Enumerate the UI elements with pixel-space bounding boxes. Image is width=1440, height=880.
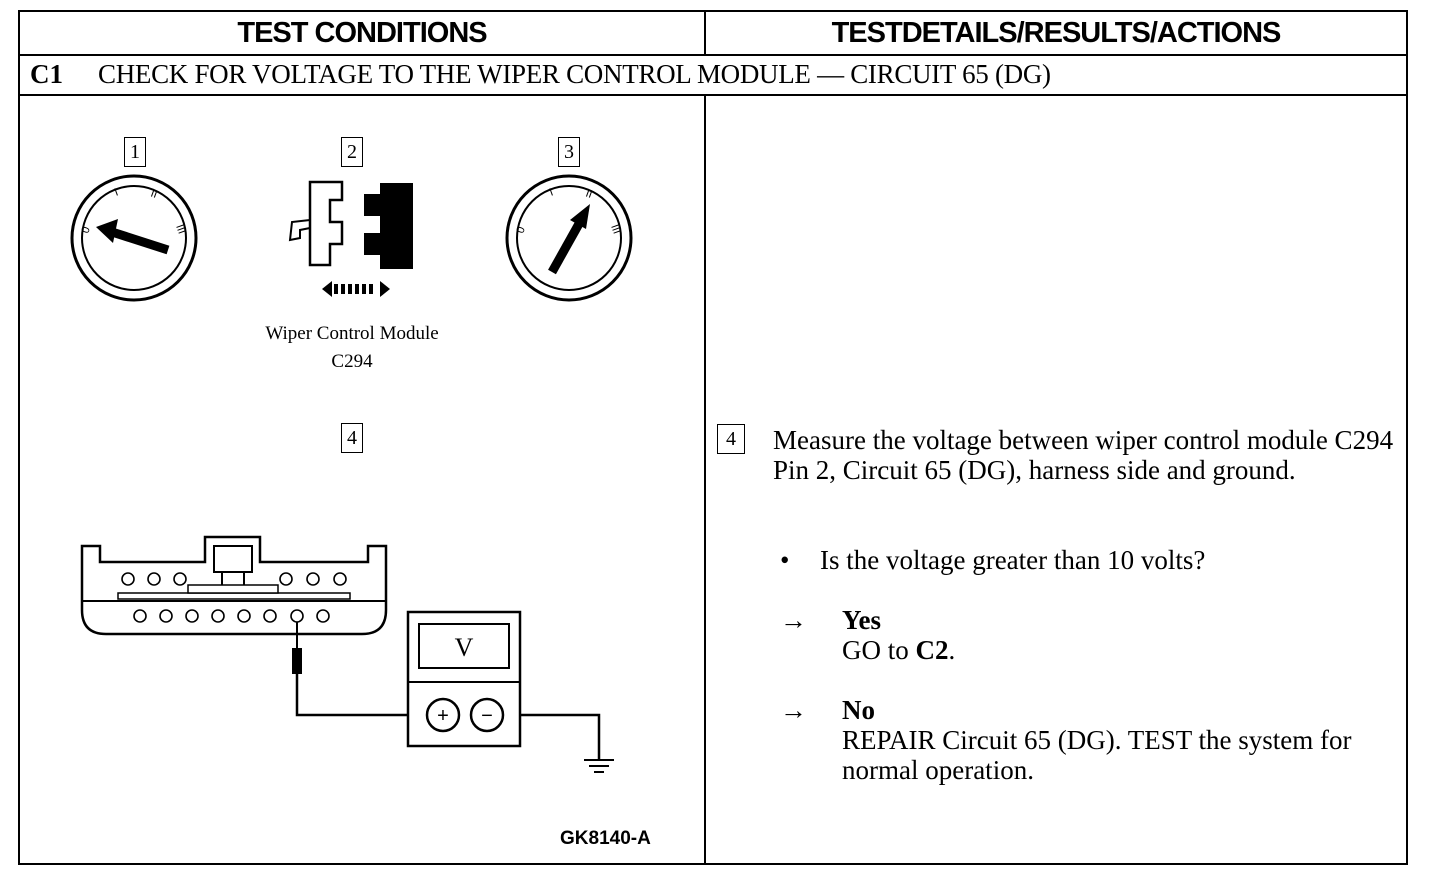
- figure-id: GK8140-A: [560, 828, 651, 849]
- ignition1-pos3-label: III: [173, 223, 187, 236]
- title-divider: [20, 94, 1406, 96]
- ignition3-pos2-label: II: [584, 188, 594, 201]
- ignition-switch-run-icon: 0 I II III: [505, 174, 633, 302]
- test-table: TEST CONDITIONS TESTDETAILS/RESULTS/ACTI…: [18, 10, 1408, 865]
- test-title: CHECK FOR VOLTAGE TO THE WIPER CONTROL M…: [98, 59, 1051, 89]
- c294-connector-icon: [80, 535, 388, 636]
- module-caption-connector: C294: [331, 351, 373, 372]
- ignition1-pos0-label: 0: [80, 225, 93, 235]
- step-3-box: 3: [558, 137, 580, 167]
- ignition3-pos1-label: I: [548, 186, 555, 198]
- question-row: • Is the voltage greater than 10 volts?: [780, 545, 1205, 576]
- voltmeter-icon: V + −: [406, 610, 522, 748]
- voltmeter-display-label: V: [455, 633, 474, 662]
- ignition3-pos3-label: III: [608, 223, 622, 236]
- voltmeter-minus-terminal: −: [481, 705, 493, 727]
- test-title-row: C1 CHECK FOR VOLTAGE TO THE WIPER CONTRO…: [20, 56, 1406, 94]
- header-divider: [20, 54, 1406, 56]
- test-id: C1: [30, 59, 63, 89]
- step-4-box-details: 4: [717, 424, 745, 454]
- no-action: REPAIR Circuit 65 (DG). TEST the system …: [842, 725, 1352, 785]
- ignition3-pos0-label: 0: [515, 225, 528, 235]
- step-4-box: 4: [341, 423, 363, 453]
- header-test-details: TESTDETAILS/RESULTS/ACTIONS: [831, 16, 1282, 49]
- bullet: •: [780, 545, 790, 575]
- connector-disconnect-icon: [288, 180, 413, 297]
- yes-arrow-icon: →: [780, 605, 807, 635]
- ground-symbol-icon: [584, 759, 614, 773]
- module-caption-name: Wiper Control Module: [265, 323, 439, 344]
- ignition-switch-off-icon: 0 I II III: [70, 174, 198, 302]
- module-caption: Wiper Control Module C294: [232, 320, 472, 376]
- yes-action-link[interactable]: C2: [915, 635, 949, 665]
- ignition1-pos1-label: I: [113, 186, 120, 198]
- step-4-instruction: Measure the voltage between wiper contro…: [773, 425, 1394, 485]
- test-leads-icon: [292, 622, 601, 760]
- question-text: Is the voltage greater than 10 volts?: [820, 545, 1206, 575]
- diagram-artwork: 0 I II III 0 I II III: [70, 174, 633, 773]
- no-arrow-icon: →: [780, 695, 807, 725]
- no-label: No: [842, 695, 875, 725]
- column-divider: [704, 12, 706, 863]
- step-2-box: 2: [341, 137, 363, 167]
- step-1-box: 1: [124, 137, 146, 167]
- yes-label: Yes: [842, 605, 881, 635]
- ignition1-pos2-label: II: [149, 188, 159, 201]
- voltmeter-plus-terminal: +: [437, 705, 449, 727]
- yes-action: GO to C2.: [842, 635, 956, 665]
- header-test-conditions: TEST CONDITIONS: [237, 16, 487, 49]
